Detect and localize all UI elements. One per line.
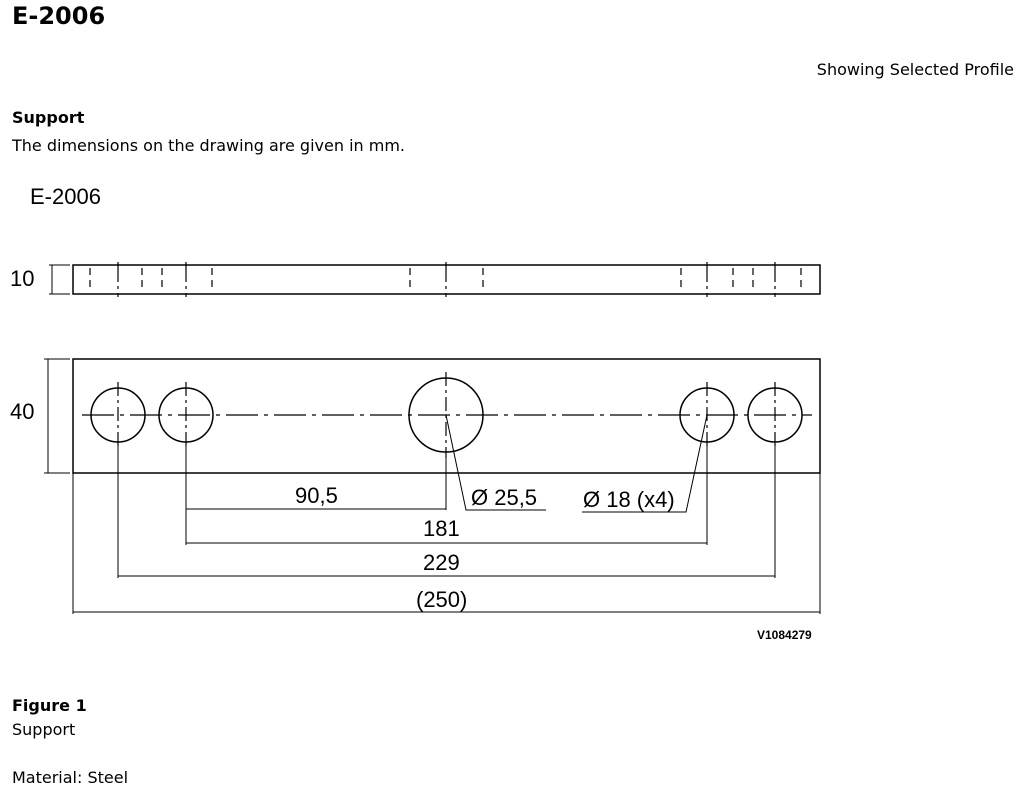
thickness-label: 10 [10, 266, 34, 291]
dim-text-229: 229 [423, 550, 460, 575]
dim-text-90-5: 90,5 [295, 483, 338, 508]
height-label: 40 [10, 399, 34, 424]
figure-label: Figure 1 [12, 696, 87, 715]
material-text: Material: Steel [12, 768, 129, 787]
section-heading: Support [12, 108, 85, 127]
profile-note: Showing Selected Profile [816, 60, 1014, 79]
large-hole-leader [445, 414, 546, 511]
side-view-hidden-lines [89, 262, 802, 297]
small-hole-leader [582, 414, 708, 513]
dim-text-250: (250) [416, 587, 467, 612]
technical-drawing: E-2006 10 40 90,5 Ø 25,5 Ø 18 (x4) 181 2… [10, 184, 821, 642]
large-hole-label: Ø 25,5 [471, 485, 537, 510]
section-text: The dimensions on the drawing are given … [12, 136, 405, 155]
figure-caption: Support [12, 720, 76, 739]
dim-text-181: 181 [423, 516, 460, 541]
dimension-extension-lines [72, 442, 821, 614]
document-title: E-2006 [12, 2, 106, 30]
small-hole-label: Ø 18 (x4) [583, 487, 675, 512]
reference-code: V1084279 [757, 628, 812, 642]
drawing-title: E-2006 [30, 184, 101, 209]
